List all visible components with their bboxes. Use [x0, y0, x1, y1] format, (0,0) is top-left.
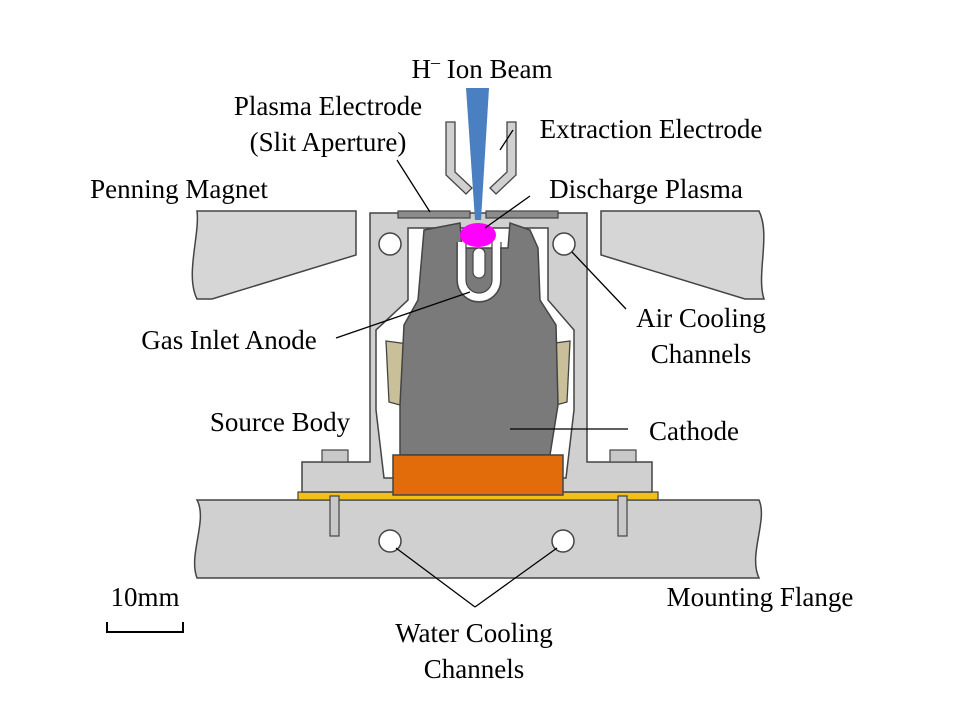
cathode	[399, 221, 559, 456]
bolt-left	[329, 495, 340, 537]
water-cooling-channel-right	[551, 529, 575, 553]
gas-inlet-anode-outline	[456, 242, 502, 303]
bolt-head-right	[609, 449, 637, 463]
label-scale-bar: 10mm	[110, 582, 179, 612]
leader-water-cooling-left	[395, 547, 476, 608]
label-plasma-electrode-line2: (Slit Aperture)	[250, 127, 407, 157]
label-source-body: Source Body	[210, 407, 351, 437]
extraction-electrode-right	[489, 121, 517, 195]
label-extraction-electrode: Extraction Electrode	[540, 114, 763, 144]
label-penning-magnet: Penning Magnet	[90, 174, 268, 204]
plasma-electrode-plate-left	[397, 210, 471, 219]
label-air-cooling-line2: Channels	[651, 339, 752, 369]
label-cathode: Cathode	[649, 416, 739, 446]
discharge-plasma	[460, 223, 496, 247]
leader-gas-inlet-anode	[335, 291, 471, 339]
penning-magnet-left	[191, 210, 357, 300]
bolt-head-left	[321, 449, 349, 463]
leader-plasma-electrode	[396, 159, 431, 213]
label-water-cooling-line2: Channels	[424, 654, 525, 684]
gas-inlet-channel	[472, 247, 486, 279]
leader-discharge-plasma	[484, 195, 531, 229]
label-discharge-plasma: Discharge Plasma	[549, 174, 743, 204]
ion-beam	[466, 88, 489, 220]
plasma-electrode-plate-right	[485, 210, 559, 219]
leader-water-cooling-right	[474, 547, 558, 608]
leader-air-cooling	[571, 251, 627, 310]
label-ion-beam: H– Ion Beam	[412, 52, 553, 84]
cathode-base	[392, 454, 564, 496]
bolt-right	[617, 495, 628, 537]
label-air-cooling-line1: Air Cooling	[636, 303, 766, 333]
extraction-electrode-left	[445, 121, 473, 195]
leader-extraction-electrode	[499, 129, 514, 151]
air-cooling-channel-left	[378, 232, 402, 256]
water-cooling-channel-left	[378, 529, 402, 553]
penning-magnet-right	[600, 210, 766, 300]
label-water-cooling-line1: Water Cooling	[395, 618, 553, 648]
label-mounting-flange: Mounting Flange	[667, 582, 854, 612]
label-gas-inlet-anode: Gas Inlet Anode	[141, 325, 316, 355]
gas-inlet-anode	[458, 242, 500, 301]
mounting-flange	[193, 499, 763, 579]
scale-bar	[106, 622, 184, 633]
air-cooling-channel-right	[552, 232, 576, 256]
label-plasma-electrode-line1: Plasma Electrode	[234, 91, 422, 121]
